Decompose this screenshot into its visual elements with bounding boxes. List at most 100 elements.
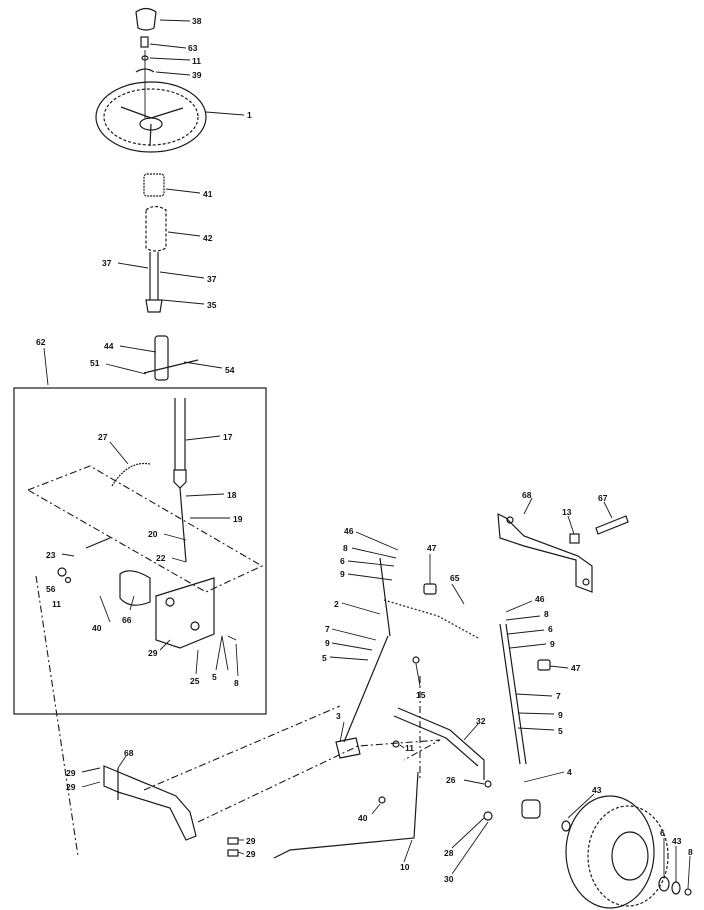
callout-37: 37 — [159, 271, 217, 284]
svg-text:47: 47 — [571, 663, 581, 673]
callout-8: 8 — [505, 609, 549, 621]
svg-text:8: 8 — [343, 543, 348, 553]
reference-line — [197, 739, 441, 823]
svg-text:41: 41 — [203, 189, 213, 199]
svg-text:65: 65 — [450, 573, 460, 583]
svg-text:9: 9 — [325, 638, 330, 648]
svg-text:56: 56 — [46, 584, 56, 594]
callout-11: 11 — [52, 576, 72, 609]
callout-40: 40 — [358, 796, 386, 823]
svg-text:44: 44 — [104, 341, 114, 351]
callout-46: 46 — [505, 594, 545, 613]
callout-39: 39 — [155, 70, 202, 80]
svg-text:29: 29 — [246, 849, 256, 859]
callout-68: 68 — [522, 490, 533, 515]
callout-54: 54 — [183, 361, 235, 375]
svg-text:29: 29 — [246, 836, 256, 846]
svg-text:18: 18 — [227, 490, 237, 500]
callout-17: 17 — [185, 432, 233, 442]
svg-text:63: 63 — [188, 43, 198, 53]
svg-text:66: 66 — [122, 615, 132, 625]
steering-adapter — [143, 173, 165, 197]
svg-text:68: 68 — [522, 490, 532, 500]
svg-text:39: 39 — [192, 70, 202, 80]
tie-rod — [393, 707, 485, 780]
callout-11: 11 — [149, 56, 201, 66]
callout-18: 18 — [185, 490, 237, 500]
callout-47: 47 — [537, 659, 581, 673]
spindle-right — [499, 623, 541, 819]
callout-46: 46 — [344, 526, 399, 551]
svg-text:4: 4 — [567, 767, 572, 777]
svg-text:43: 43 — [672, 836, 682, 846]
svg-text:40: 40 — [358, 813, 368, 823]
svg-text:47: 47 — [427, 543, 437, 553]
svg-text:8: 8 — [234, 678, 239, 688]
callout-66: 66 — [122, 595, 135, 625]
svg-text:43: 43 — [592, 785, 602, 795]
callout-41: 41 — [165, 188, 213, 199]
callout-5: 5 — [517, 726, 563, 736]
callout-1: 1 — [205, 110, 252, 120]
svg-text:29: 29 — [66, 782, 76, 792]
svg-text:7: 7 — [325, 624, 330, 634]
svg-text:9: 9 — [558, 710, 563, 720]
svg-text:6: 6 — [660, 828, 665, 838]
bolt — [569, 515, 629, 544]
callout-11: 11 — [392, 740, 414, 753]
svg-text:22: 22 — [156, 553, 166, 563]
reference-line — [143, 705, 341, 791]
callout-32: 32 — [463, 716, 486, 741]
svg-text:6: 6 — [340, 556, 345, 566]
svg-text:8: 8 — [544, 609, 549, 619]
svg-text:5: 5 — [212, 672, 217, 682]
spindle-left — [335, 737, 361, 759]
callout-44: 44 — [104, 341, 157, 353]
callout-29: 29 — [227, 836, 256, 846]
svg-text:23: 23 — [46, 550, 56, 560]
svg-text:8: 8 — [688, 847, 693, 857]
callout-27: 27 — [98, 432, 129, 465]
callout-20: 20 — [148, 529, 187, 541]
callout-10: 10 — [400, 839, 413, 872]
svg-text:37: 37 — [102, 258, 112, 268]
callout-13: 13 — [562, 507, 575, 535]
svg-text:54: 54 — [225, 365, 235, 375]
front-wheel — [561, 795, 681, 909]
callout-63: 63 — [149, 43, 198, 53]
callout-65: 65 — [450, 573, 465, 605]
callout-37: 37 — [102, 258, 149, 269]
svg-text:38: 38 — [192, 16, 202, 26]
callout-8: 8 — [234, 643, 239, 688]
svg-text:26: 26 — [446, 775, 456, 785]
callout-43: 43 — [672, 836, 682, 882]
callout-6: 6 — [340, 556, 395, 567]
svg-text:35: 35 — [207, 300, 217, 310]
svg-text:51: 51 — [90, 358, 100, 368]
svg-text:9: 9 — [340, 569, 345, 579]
svg-text:25: 25 — [190, 676, 200, 686]
callout-67: 67 — [598, 493, 613, 519]
svg-text:68: 68 — [124, 748, 134, 758]
callout-62: 62 — [36, 337, 49, 386]
callout-51: 51 — [90, 358, 147, 375]
svg-text:1: 1 — [247, 110, 252, 120]
callout-25: 25 — [190, 649, 200, 686]
steering-wheel — [95, 50, 207, 153]
callout-38: 38 — [159, 16, 202, 26]
cap-screw — [140, 36, 149, 48]
callout-56: 56 — [46, 567, 67, 594]
svg-text:28: 28 — [444, 848, 454, 858]
callout-7: 7 — [325, 624, 377, 641]
callout-40: 40 — [92, 595, 111, 633]
svg-text:9: 9 — [550, 639, 555, 649]
svg-text:67: 67 — [598, 493, 608, 503]
svg-text:5: 5 — [322, 653, 327, 663]
callout-19: 19 — [190, 514, 243, 524]
svg-text:19: 19 — [233, 514, 243, 524]
steering-shaft — [143, 252, 199, 381]
callout-9: 9 — [517, 710, 563, 720]
callout-5: 5 — [212, 635, 237, 682]
